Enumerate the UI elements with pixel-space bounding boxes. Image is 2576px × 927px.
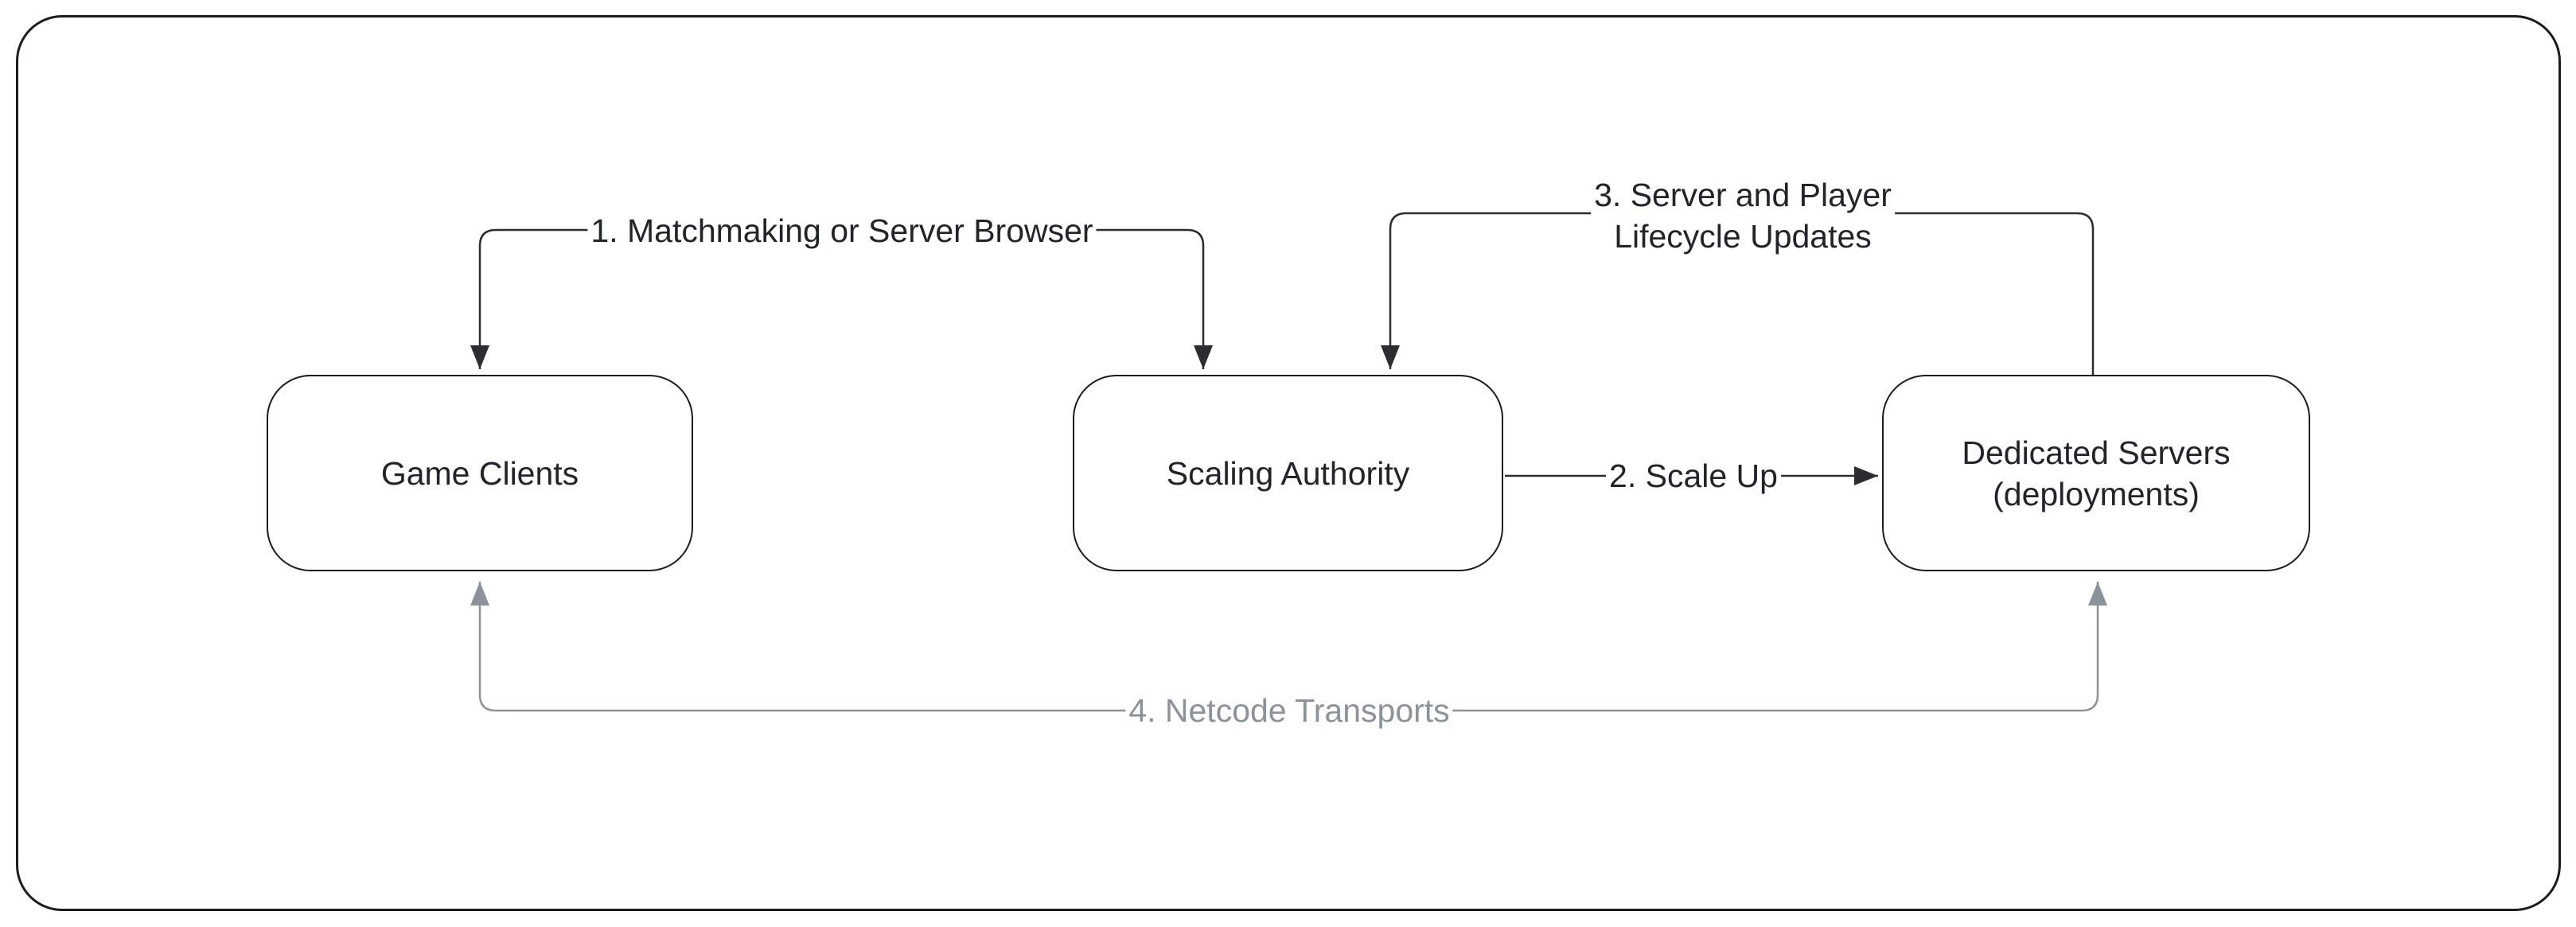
node-dedicated-servers-label-line1: Dedicated Servers xyxy=(1962,434,2231,471)
node-dedicated-servers: Dedicated Servers (deployments) xyxy=(1882,375,2310,571)
edge-label-lifecycle-line1: 3. Server and Player xyxy=(1594,177,1892,213)
node-dedicated-servers-label-line2: (deployments) xyxy=(1993,475,2200,512)
diagram-outer-border xyxy=(16,15,2561,911)
node-scaling-authority: Scaling Authority xyxy=(1073,375,1503,571)
node-game-clients-label: Game Clients xyxy=(380,454,579,492)
edge-label-lifecycle-line2: Lifecycle Updates xyxy=(1614,218,1872,255)
node-scaling-authority-label: Scaling Authority xyxy=(1166,454,1410,492)
edge-label-scale-up: 2. Scale Up xyxy=(1606,455,1781,497)
node-game-clients: Game Clients xyxy=(267,375,693,571)
edge-label-lifecycle: 3. Server and Player Lifecycle Updates xyxy=(1591,174,1895,257)
edge-label-matchmaking: 1. Matchmaking or Server Browser xyxy=(587,210,1097,251)
edge-label-netcode: 4. Netcode Transports xyxy=(1125,690,1453,731)
